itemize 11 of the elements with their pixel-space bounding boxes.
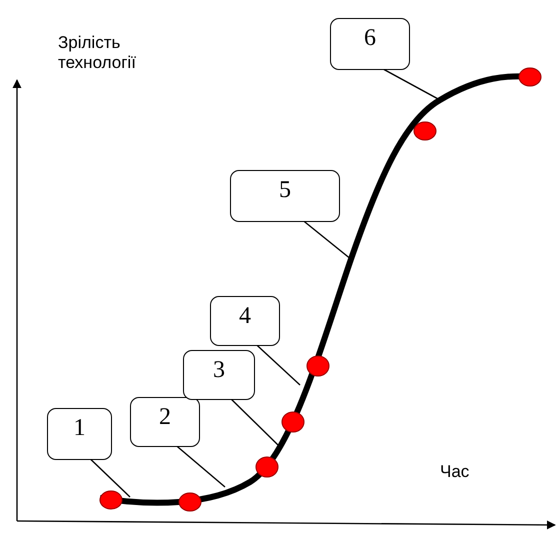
callout-number: 3 — [183, 350, 255, 400]
callout-number: 4 — [210, 296, 280, 346]
callout-number: 1 — [47, 408, 112, 460]
y-axis-label: Зрілість технології — [58, 33, 137, 73]
leader-line — [90, 459, 130, 498]
callout-number: 5 — [230, 170, 340, 222]
x-axis-label: Час — [440, 462, 470, 482]
callout-number: 2 — [130, 397, 200, 447]
leader-line — [231, 399, 278, 446]
leader-line — [176, 446, 226, 488]
callout-number: 6 — [330, 18, 410, 70]
